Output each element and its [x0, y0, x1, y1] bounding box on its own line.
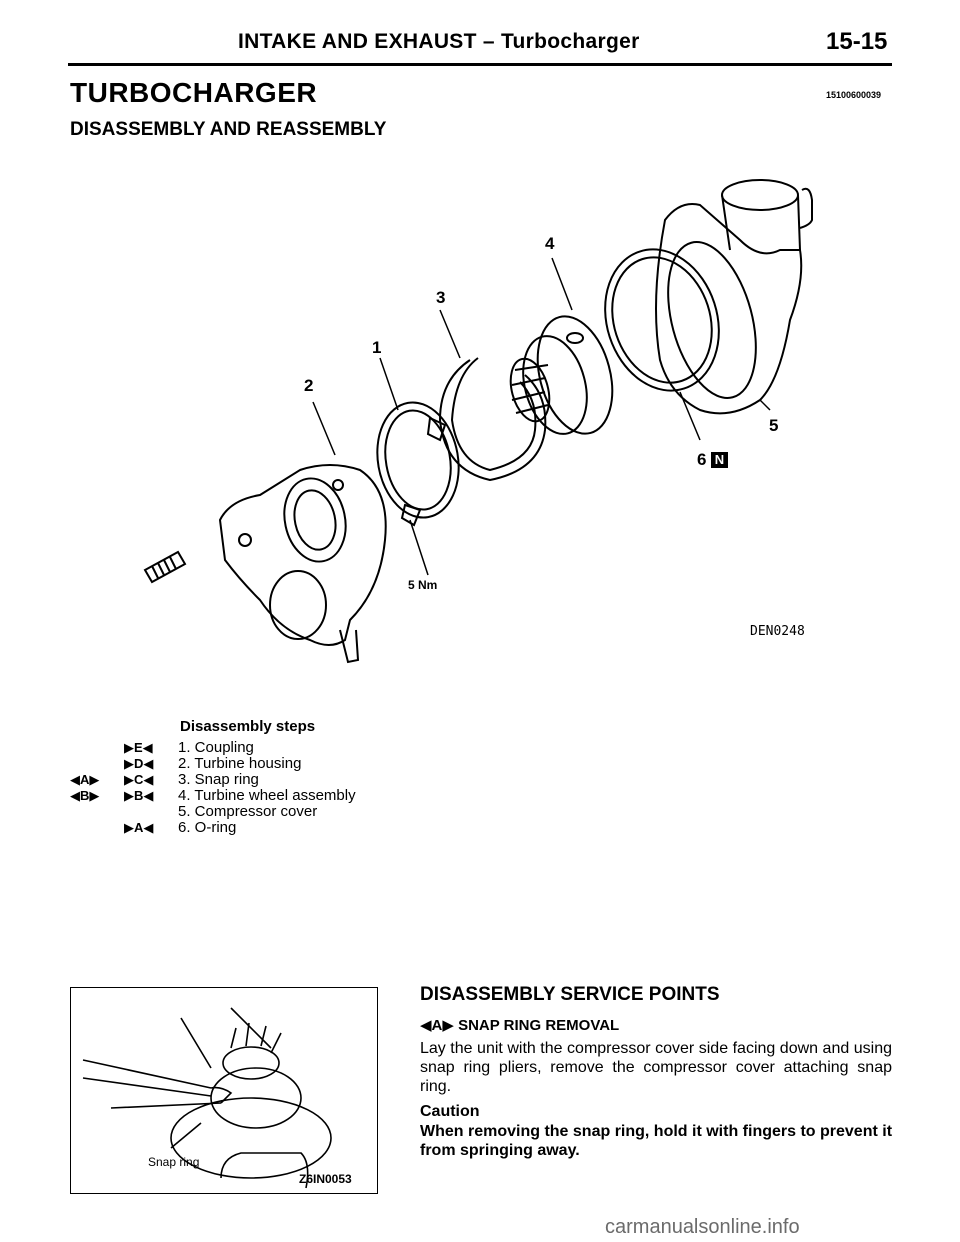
callout-1: 1 — [372, 338, 382, 357]
photo-label: Snap ring — [148, 1155, 200, 1169]
section-code: 15100600039 — [826, 90, 882, 100]
snap-ring-photo-drawing — [82, 1007, 332, 1189]
step-item: 5. Compressor cover — [178, 803, 318, 820]
n-badge: N — [711, 452, 728, 468]
step-item: 4. Turbine wheel assembly — [178, 787, 356, 804]
section-subtitle: DISASSEMBLY AND REASSEMBLY — [70, 119, 387, 140]
steps-title: Disassembly steps — [180, 718, 316, 735]
coupling-drawing — [376, 401, 460, 527]
turbine-wheel-drawing — [509, 315, 614, 435]
callout-5: 5 — [769, 416, 779, 435]
caution-text: When removing the snap ring, hold it wit… — [420, 1123, 893, 1159]
stud-drawing — [143, 550, 187, 584]
callout-2: 2 — [304, 376, 314, 395]
exploded-view-diagram — [143, 179, 813, 664]
snap-ring-photo — [70, 987, 378, 1194]
service-title: DISASSEMBLY SERVICE POINTS — [420, 984, 720, 1005]
step-mark-left: ◀B▶ — [70, 788, 100, 803]
step-item: 1. Coupling — [178, 739, 254, 756]
service-paragraph: Lay the unit with the compressor cover s… — [420, 1040, 892, 1095]
step-mark-right: ▶D◀ — [124, 756, 154, 771]
step-mark-right: ▶C◀ — [124, 772, 154, 787]
step-mark-right: ▶A◀ — [124, 820, 154, 835]
step-item: 3. Snap ring — [178, 771, 259, 788]
step-mark-right: ▶B◀ — [124, 788, 154, 803]
photo-code: Z6IN0053 — [299, 1172, 352, 1186]
page-number: 15-15 — [826, 28, 888, 55]
header-rule — [68, 63, 892, 66]
turbine-housing-drawing — [218, 464, 387, 664]
service-subheading-text: SNAP RING REMOVAL — [458, 1017, 620, 1034]
step-mark-left: ◀A▶ — [70, 772, 100, 787]
caution-title: Caution — [420, 1103, 480, 1120]
torque-spec: 5 Nm — [408, 578, 438, 592]
snap-ring-drawing — [438, 357, 547, 482]
callout-6: 6 — [697, 450, 707, 469]
o-ring-drawing — [604, 248, 720, 392]
steps-list: ▶E◀ 1. Coupling ▶D◀ 2. Turbine housing ◀… — [0, 740, 400, 840]
section-title: TURBOCHARGER — [70, 77, 318, 108]
watermark: carmanualsonline.info — [605, 1216, 800, 1238]
header-title: INTAKE AND EXHAUST – Turbocharger — [238, 30, 640, 53]
callout-4: 4 — [545, 234, 555, 253]
compressor-cover-drawing — [655, 179, 813, 415]
service-subheading-mark: ◀A▶ — [420, 1017, 454, 1034]
service-subheading: ◀A▶ SNAP RING REMOVAL — [420, 1016, 619, 1034]
step-item: 2. Turbine housing — [178, 755, 302, 772]
step-mark-right: ▶E◀ — [124, 740, 153, 755]
step-item: 6. O-ring — [178, 819, 237, 836]
callout-3: 3 — [436, 288, 446, 307]
figure-code: DEN0248 — [750, 624, 805, 639]
